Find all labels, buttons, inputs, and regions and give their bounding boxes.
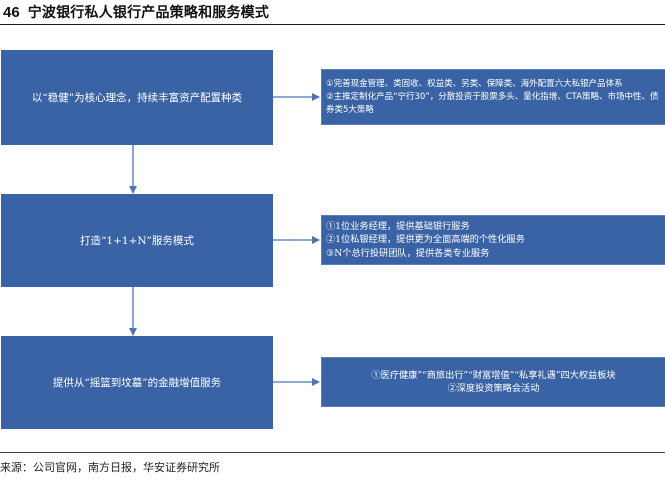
figure-title: 宁波银行私人银行产品策略和服务模式 (27, 5, 270, 21)
step-2-detail-box: ①1位业务经理，提供基础银行服务 ②1位私银经理，提供更为全面高端的个性化服务 … (321, 215, 665, 265)
step-2-detail-1: ①1位业务经理，提供基础银行服务 (326, 220, 470, 232)
step-1-box: 以“稳健”为核心理念，持续丰富资产配置种类 (1, 50, 273, 145)
step-1-label: 以“稳健”为核心理念，持续丰富资产配置种类 (31, 92, 243, 104)
step-3-detail-1: ①医疗健康”“商旅出行”“财富增值”“私享礼遇”四大权益板块 (371, 369, 616, 381)
source-note: 来源：公司官网，南方日报，华安证券研究所 (0, 452, 665, 475)
step-2-detail-2: ②1位私银经理，提供更为全面高端的个性化服务 (326, 234, 525, 246)
figure-header: 46 宁波银行私人银行产品策略和服务模式 (0, 0, 665, 25)
figure-number: 46 (3, 3, 20, 21)
step-3-detail-box: ①医疗健康”“商旅出行”“财富增值”“私享礼遇”四大权益板块 ②深度投资策略会活… (321, 357, 665, 407)
step-3-label: 提供从“摇篮到坟墓”的金融增值服务 (52, 377, 222, 389)
step-3-box: 提供从“摇篮到坟墓”的金融增值服务 (1, 336, 273, 429)
step-2-box: 打造“1+1+N”服务模式 (1, 194, 273, 287)
step-1-detail-box: ①完善现金管理、类固收、权益类、另类、保障类、海外配置六大私银产品体系 ②主推定… (321, 69, 665, 125)
step-1-detail-1: ①完善现金管理、类固收、权益类、另类、保障类、海外配置六大私银产品体系 (326, 78, 623, 89)
step-2-detail-3: ③N个总行投研团队，提供各类专业服务 (326, 247, 490, 259)
step-3-detail-2: ②深度投资策略会活动 (447, 383, 540, 394)
step-2-label: 打造“1+1+N”服务模式 (80, 235, 194, 247)
step-1-detail-2: ②主推定制化产品“宁行30”，分散投资于股票多头、量化指增、CTA策略、市场中性… (326, 91, 659, 115)
